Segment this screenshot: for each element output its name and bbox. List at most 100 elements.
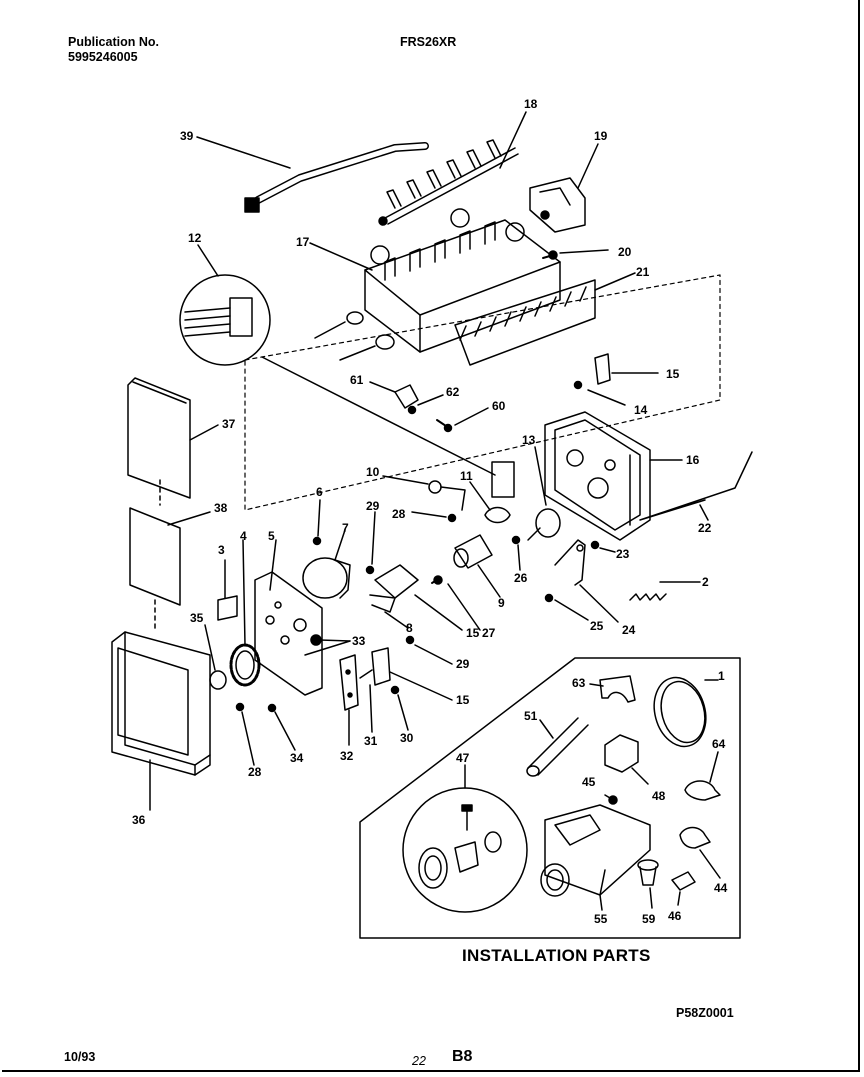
callout-35: 35 xyxy=(190,611,204,625)
bracket-61 xyxy=(394,384,419,409)
callout-18: 18 xyxy=(524,97,538,111)
callout-3: 3 xyxy=(218,543,225,557)
callout-8: 8 xyxy=(406,621,413,635)
screw-14 xyxy=(573,380,583,390)
callout-24: 24 xyxy=(622,623,636,637)
ejector-18 xyxy=(378,139,519,226)
assembly-outline xyxy=(244,274,721,511)
switch-plate-32 xyxy=(339,654,359,711)
callout-32: 32 xyxy=(340,749,354,763)
screw-30 xyxy=(390,685,400,695)
leader-8 xyxy=(384,611,409,629)
leader-39 xyxy=(196,136,291,169)
motor-7 xyxy=(302,557,351,599)
bracket-19 xyxy=(529,177,586,233)
callout-5: 5 xyxy=(268,529,275,543)
leader-18 xyxy=(499,111,527,169)
publication-label: Publication No. xyxy=(68,35,159,49)
leader-55 xyxy=(599,894,603,911)
callout-15-upper: 15 xyxy=(666,367,680,381)
screw-23 xyxy=(590,540,600,550)
leader-20 xyxy=(559,249,609,254)
leader-38 xyxy=(167,511,211,526)
callout-16: 16 xyxy=(686,453,700,467)
insulator-3 xyxy=(217,595,238,621)
bottom-border xyxy=(2,1070,860,1072)
leader-24 xyxy=(579,584,619,623)
leader-26 xyxy=(517,544,521,571)
screw-28-lower xyxy=(235,702,245,712)
screw-20 xyxy=(542,250,558,260)
callout-46: 46 xyxy=(668,909,682,923)
footer-date: 10/93 xyxy=(64,1050,96,1064)
leader-15c xyxy=(389,671,453,701)
leader-15b xyxy=(414,594,463,631)
page-number: 22 xyxy=(412,1054,426,1068)
callout-7: 7 xyxy=(342,521,349,535)
switch-31 xyxy=(359,647,391,686)
callout-60: 60 xyxy=(492,399,506,413)
clamp-64 xyxy=(684,780,721,801)
screw-6 xyxy=(312,536,322,546)
tubing-coil-1 xyxy=(653,676,707,748)
shutoff-arm-22 xyxy=(639,451,753,521)
screw-62 xyxy=(407,405,417,415)
leader-34 xyxy=(274,711,296,751)
callout-15-lower: 15 xyxy=(456,693,470,707)
callout-2: 2 xyxy=(702,575,709,589)
callout-51: 51 xyxy=(524,709,538,723)
leader-9 xyxy=(477,564,501,598)
model-number: FRS26XR xyxy=(400,35,457,49)
callout-19: 19 xyxy=(594,129,608,143)
leader-23 xyxy=(599,547,616,553)
callout-59: 59 xyxy=(642,912,656,926)
callout-33: 33 xyxy=(352,634,366,648)
leader-62 xyxy=(417,394,444,406)
installation-parts-title: INSTALLATION PARTS xyxy=(462,946,651,965)
screw-26 xyxy=(511,535,521,545)
coupler-9 xyxy=(453,534,493,569)
callout-29-upper: 29 xyxy=(366,499,380,513)
housing-16 xyxy=(544,411,651,541)
thermostat-15-upper xyxy=(594,353,611,385)
callout-21: 21 xyxy=(636,265,650,279)
leader-45 xyxy=(604,794,611,799)
leader-12b xyxy=(261,356,496,476)
leader-44 xyxy=(699,849,721,879)
right-border xyxy=(858,0,860,1072)
screw-29-upper xyxy=(365,565,375,575)
sleeve-59 xyxy=(637,859,659,886)
callout-63: 63 xyxy=(572,676,586,690)
leader-46 xyxy=(677,891,681,906)
leader-59 xyxy=(649,887,653,909)
leader-10 xyxy=(382,475,429,485)
callout-48: 48 xyxy=(652,789,666,803)
callout-1: 1 xyxy=(718,669,725,683)
leader-37 xyxy=(189,424,219,441)
callout-39: 39 xyxy=(180,129,194,143)
leader-33 xyxy=(319,639,351,642)
callout-28-upper: 28 xyxy=(392,507,406,521)
callout-34: 34 xyxy=(290,751,304,765)
screw-25 xyxy=(544,593,554,603)
leader-51 xyxy=(539,719,554,739)
leader-30 xyxy=(397,694,409,731)
callout-38: 38 xyxy=(214,501,228,515)
leader-5 xyxy=(269,539,277,591)
leader-29a xyxy=(371,511,376,565)
mounting-plate-5 xyxy=(254,571,323,696)
leader-11 xyxy=(469,481,491,511)
leader-21 xyxy=(594,272,636,291)
shield-21 xyxy=(454,279,596,366)
leader-63 xyxy=(589,683,604,687)
leader-28b xyxy=(241,711,255,766)
nut-48 xyxy=(604,734,639,773)
leader-31 xyxy=(369,684,373,733)
leader-4 xyxy=(242,539,246,646)
leader-64 xyxy=(709,751,719,783)
callout-9: 9 xyxy=(498,596,505,610)
callout-4: 4 xyxy=(240,529,247,543)
callout-47: 47 xyxy=(456,751,470,765)
installation-parts-box xyxy=(359,657,741,939)
